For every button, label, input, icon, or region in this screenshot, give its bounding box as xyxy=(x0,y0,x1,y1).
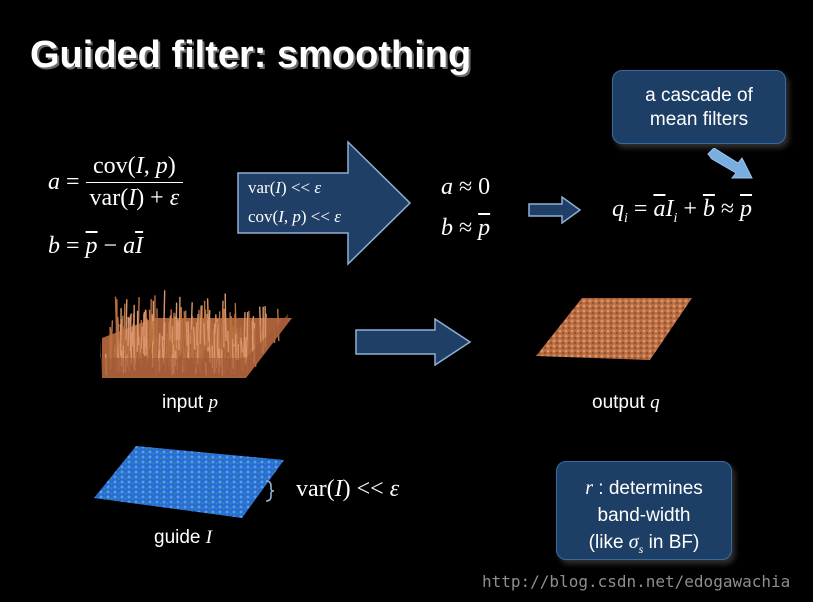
input-surface-spike xyxy=(227,330,230,353)
callout-sigma-sub: s xyxy=(638,542,644,556)
input-surface-spike xyxy=(246,312,249,360)
output-label: output q xyxy=(592,392,660,414)
input-surface-spike xyxy=(183,311,187,342)
guide-condition: var(I) << ε xyxy=(296,476,400,502)
callout-line3-pre: (like xyxy=(588,532,624,553)
guide-surface-image xyxy=(94,446,284,518)
input-surface-spike xyxy=(181,318,185,355)
output-label-text: output xyxy=(592,392,645,413)
input-surface-spike xyxy=(150,299,152,347)
input-surface-spike xyxy=(142,311,146,351)
condition-arrow xyxy=(237,140,412,266)
approx-a: a ≈ 0 xyxy=(441,174,491,200)
callout-bandwidth: r : determines band-width (like σs in BF… xyxy=(556,461,732,560)
formula-a-numerator: cov(I, p) xyxy=(85,153,184,183)
input-surface-image xyxy=(100,290,292,378)
callout-cascade: a cascade of mean filters xyxy=(612,70,786,144)
input-surface-spike xyxy=(123,303,126,354)
input-surface-spike xyxy=(240,338,243,353)
input-surface-spike xyxy=(199,305,202,344)
callout-r-var: r xyxy=(585,477,593,499)
input-surface-spike xyxy=(162,290,166,341)
input-surface-spike xyxy=(136,324,140,346)
input-surface-spike xyxy=(185,321,188,346)
input-surface-spike xyxy=(121,315,124,351)
callout-line1-rest: : determines xyxy=(598,478,703,499)
input-surface-spike xyxy=(151,320,154,343)
output-surface-image xyxy=(536,298,692,360)
result-formula: qi = aIi + b ≈ p xyxy=(612,194,753,226)
input-surface-spike xyxy=(197,323,201,343)
guide-brace xyxy=(265,480,275,502)
callout-cascade-line2: mean filters xyxy=(649,109,749,130)
condition-2: cov(I, p) << ε xyxy=(248,207,341,226)
callout-bandwidth-line2: band-width xyxy=(597,505,691,526)
input-surface-spike xyxy=(214,334,218,359)
input-surface-spike xyxy=(125,299,128,341)
slide-title: Guided filter: smoothing xyxy=(30,34,472,76)
input-label: input p xyxy=(162,392,218,414)
callout-pointer-arrow xyxy=(707,148,753,179)
formula-a-denominator: var(I) + ε xyxy=(89,185,180,211)
input-surface-spike xyxy=(161,336,164,359)
condition-1: var(I) << ε xyxy=(248,178,322,197)
input-surface-spike xyxy=(162,323,166,364)
input-surface-spike xyxy=(169,315,172,344)
process-arrow xyxy=(355,318,472,366)
input-surface-spike xyxy=(243,312,246,357)
callout-bandwidth-line1: r : determines xyxy=(557,475,731,502)
input-surface-spike xyxy=(117,316,120,349)
input-surface-spike xyxy=(157,333,161,362)
formula-b: b = p − aI xyxy=(48,233,144,259)
input-surface-spike xyxy=(170,309,173,355)
callout-sigma: σ xyxy=(628,531,639,553)
output-label-var: q xyxy=(650,392,660,413)
input-surface-spike xyxy=(233,313,236,345)
input-surface-spike xyxy=(218,311,221,349)
input-surface-spike xyxy=(203,323,206,346)
input-surface-spike xyxy=(228,318,232,349)
input-surface-spike xyxy=(234,333,237,347)
watermark: http://blog.csdn.net/edogawachia xyxy=(482,572,791,591)
formula-a: a = cov(I, p) var(I) + ε xyxy=(48,153,184,212)
input-label-text: input xyxy=(162,392,204,413)
input-surface-spike xyxy=(191,316,195,364)
input-surface-spike xyxy=(210,318,212,353)
input-surface-spike xyxy=(184,343,187,360)
guide-label-var: I xyxy=(205,527,213,548)
input-surface-spike xyxy=(187,333,190,354)
guide-label: guide I xyxy=(154,527,212,549)
callout-bandwidth-line3: (like σs in BF) xyxy=(557,529,731,563)
input-label-var: p xyxy=(208,392,218,413)
input-surface-spike xyxy=(151,334,155,353)
input-surface-spike xyxy=(206,298,210,342)
input-surface-spike xyxy=(193,326,196,350)
input-surface-spike xyxy=(129,315,132,363)
input-surface-spike xyxy=(251,316,255,341)
input-surface-spike xyxy=(221,305,224,348)
guide-label-text: guide xyxy=(154,527,201,548)
callout-cascade-line1: a cascade of xyxy=(645,85,753,106)
small-arrow xyxy=(528,196,582,224)
input-surface-spike xyxy=(224,293,227,342)
input-surface-spike xyxy=(153,331,156,363)
input-surface-spike xyxy=(259,306,262,345)
callout-line3-post: in BF) xyxy=(648,532,700,553)
input-surface-spike xyxy=(138,331,142,362)
input-surface-spike xyxy=(131,323,134,347)
input-surface-spike xyxy=(110,320,114,353)
input-surface-spike xyxy=(127,317,130,346)
input-surface-spike xyxy=(146,343,149,361)
approx-b: b ≈ p xyxy=(441,215,491,241)
input-surface-spike xyxy=(140,326,143,349)
